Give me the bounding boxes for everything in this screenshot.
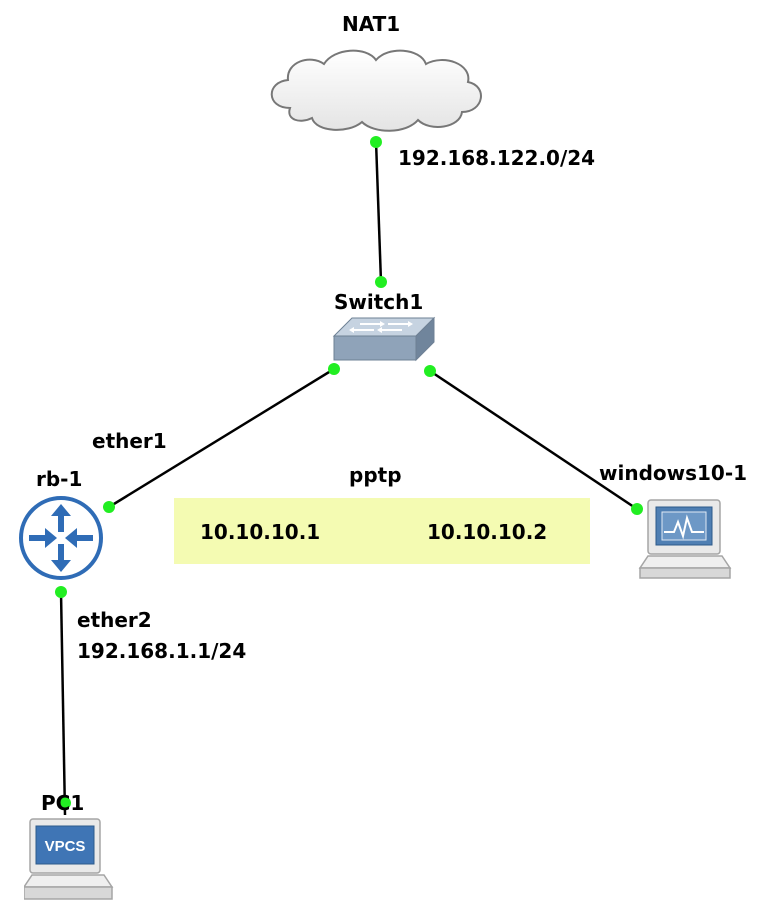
- cloud-icon: [270, 49, 482, 132]
- pptp-note-box[interactable]: [174, 498, 590, 564]
- port-dot-router-ether1: [103, 501, 115, 513]
- link-router-pc[interactable]: [59, 591, 67, 816]
- port-dot-pc: [59, 797, 71, 809]
- switch1-node[interactable]: [332, 316, 436, 369]
- pc1-label[interactable]: PC1: [41, 791, 85, 815]
- rb1-label[interactable]: rb-1: [36, 467, 83, 491]
- ether2-label[interactable]: ether2: [77, 608, 152, 632]
- pptp-left-ip: 10.10.10.1: [200, 520, 321, 544]
- port-dot-switch-right: [424, 365, 436, 377]
- switch1-label[interactable]: Switch1: [334, 290, 424, 314]
- link-switch-windows[interactable]: [429, 369, 638, 511]
- pc1-node[interactable]: VPCS: [22, 817, 116, 910]
- port-dot-router-ether2: [55, 586, 67, 598]
- windows10-1-label[interactable]: windows10-1: [599, 461, 748, 485]
- vpcs-screen-text: VPCS: [45, 838, 86, 855]
- port-dot-switch-left: [328, 363, 340, 375]
- nat1-node[interactable]: [262, 46, 492, 141]
- nat-link-subnet-label[interactable]: 192.168.122.0/24: [398, 146, 596, 170]
- link-nat-switch[interactable]: [374, 140, 383, 283]
- switch-icon: [332, 316, 436, 362]
- pptp-title: pptp: [349, 463, 402, 487]
- windows10-1-node[interactable]: [638, 498, 732, 589]
- router-icon: [19, 496, 103, 580]
- port-dot-nat: [370, 136, 382, 148]
- link-switch-router[interactable]: [108, 367, 335, 509]
- pptp-right-ip: 10.10.10.2: [427, 520, 548, 544]
- rb1-node[interactable]: [17, 494, 105, 587]
- port-dot-switch-top: [375, 276, 387, 288]
- nat1-label[interactable]: NAT1: [342, 12, 401, 36]
- ether1-label[interactable]: ether1: [92, 429, 167, 453]
- ether2-ip-label[interactable]: 192.168.1.1/24: [77, 639, 247, 663]
- computer-icon: [638, 499, 732, 579]
- port-dot-windows: [631, 503, 643, 515]
- vpcs-icon: VPCS: [22, 818, 114, 900]
